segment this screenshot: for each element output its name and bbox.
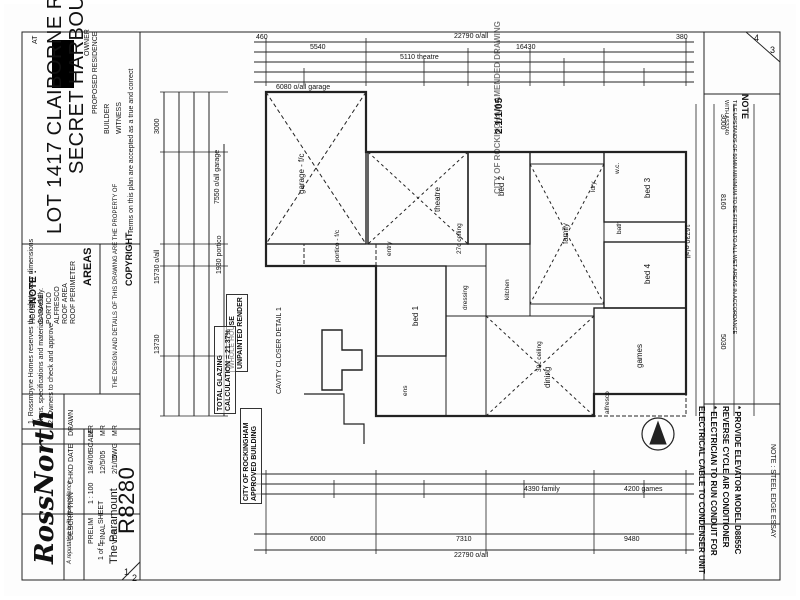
table-header-drawn: DRAWN bbox=[68, 409, 75, 436]
owner-label: OWNER bbox=[84, 29, 91, 56]
room-dining: dining bbox=[543, 366, 552, 388]
copyright-text: THE DESIGN AND DETAILS OF THIS DRAWING A… bbox=[113, 183, 119, 388]
room-dressing: dressing bbox=[462, 285, 469, 310]
cavity-closer-label: CAVITY CLOSER DETAIL 1 bbox=[276, 307, 283, 394]
room-alfresco: alfresco bbox=[604, 391, 611, 414]
room-family: family bbox=[561, 223, 570, 244]
note-line-2: plans, specifications and materials care… bbox=[38, 287, 45, 424]
table-row-2-drawn: MR bbox=[100, 425, 107, 436]
room-bed1: bed 1 bbox=[411, 305, 420, 326]
witness-label: WITNESS bbox=[116, 102, 123, 134]
dim-right-1: 3000 bbox=[719, 114, 726, 130]
right-note-body: TILE UPSTANDS OF 50MM MINIMUM TO BE FITT… bbox=[723, 100, 737, 335]
dim-left-overall: 15730 o/all bbox=[154, 249, 161, 284]
dim-right-overall: 16730 o/all bbox=[683, 224, 690, 259]
scale-label: SCALE bbox=[88, 429, 95, 452]
steel-note: NOTE : STEEL EDGE ESSAY bbox=[769, 444, 776, 538]
dim-portico: 1930 portico bbox=[216, 235, 223, 274]
sheet-value: 1 of 5 bbox=[98, 542, 105, 560]
dim-garage-width: 6080 o/all garage bbox=[276, 84, 331, 91]
dim-top-small-1: 460 bbox=[256, 34, 268, 41]
areas-row-portico: PORTICO bbox=[46, 292, 53, 324]
electrician-note: * ELECTRICIAN TO RUN CONDUIT FOR bbox=[709, 406, 718, 556]
dwg-label: DWG bbox=[112, 442, 119, 460]
table-row-2-date: 12/5/05 bbox=[100, 450, 107, 474]
amended-ref: 2.1/1/05 bbox=[494, 97, 505, 134]
note-line-3: 2. Owners to check and approve bbox=[48, 323, 55, 424]
note-line-1: 1. Rossmoyne Homes reserves the right to… bbox=[28, 238, 35, 424]
dim-right-3: 5030 bbox=[719, 334, 726, 350]
room-entry: entry bbox=[386, 241, 393, 256]
areas-row-roof-area: ROOF AREA bbox=[62, 283, 69, 324]
room-ensuite: ens bbox=[402, 385, 409, 396]
corner-bottom-den: 2 bbox=[132, 573, 138, 583]
signature: RossNorth bbox=[30, 410, 60, 564]
city-approved-text: CITY OF ROCKINGHAM APPROVED BUILDING bbox=[243, 422, 258, 501]
dim-games: 4200 games bbox=[624, 486, 663, 493]
room-theatre: theatre bbox=[433, 187, 442, 212]
unpainted-render-text: UNPAINTED RENDER bbox=[237, 297, 244, 369]
ceiling-27c: 27c ceiling bbox=[456, 223, 463, 254]
provide-note: * PROVIDE ELEVATOR MODEL D8855C bbox=[733, 406, 742, 555]
dim-family: 4390 family bbox=[524, 486, 560, 493]
room-wc: w.c. bbox=[614, 162, 621, 174]
copyright-title: COPYRIGHT bbox=[124, 232, 134, 286]
corner-bottom-num: 1 bbox=[124, 567, 130, 577]
room-bed4: bed 4 bbox=[643, 263, 652, 284]
redacted-owner-name bbox=[52, 40, 74, 88]
dim-overall-bottom: 22790 o/all bbox=[454, 552, 489, 559]
dim-right-2: 8160 bbox=[719, 194, 726, 210]
scale-value: 1 : 100 bbox=[88, 482, 95, 504]
dim-top-right: 16430 bbox=[516, 44, 536, 51]
table-header-date: DATE bbox=[68, 443, 75, 462]
model-name: The Paramount bbox=[108, 488, 120, 564]
at-label: AT bbox=[32, 35, 39, 44]
terms-note: Terms on this plan are accepted as a tru… bbox=[128, 68, 135, 234]
room-kitchen: kitchen bbox=[504, 279, 511, 300]
table-row-1-date: 18/4/06 bbox=[88, 450, 95, 474]
room-garage: garage - f/c bbox=[297, 153, 306, 194]
builder-label: BUILDER bbox=[104, 103, 111, 134]
table-row-3-drawn: MR bbox=[112, 425, 119, 436]
room-bath: bath bbox=[616, 221, 623, 234]
reverse-cycle-note: REVERSE CYCLE AIR CONDITIONER bbox=[721, 406, 730, 548]
dim-bottom-1: 6000 bbox=[310, 536, 326, 543]
areas-row-alfresco: ALFRESCO bbox=[54, 286, 61, 324]
dim-garage-depth: 7550 o/all garage bbox=[214, 149, 221, 204]
glazing-stamp: TOTAL GLAZING CALCULATION = 21.37% bbox=[214, 326, 236, 414]
room-games: games bbox=[635, 343, 644, 368]
total-glazing-text: TOTAL GLAZING bbox=[217, 355, 224, 411]
floor-plan-linework bbox=[21, 31, 781, 581]
dim-left-2: 13730 bbox=[154, 334, 161, 354]
right-note-title: NOTE bbox=[740, 94, 750, 120]
city-approved-stamp: CITY OF ROCKINGHAM APPROVED BUILDING bbox=[240, 408, 262, 504]
dim-bottom-2: 7310 bbox=[456, 536, 472, 543]
electrical-cable-note: ELECTRICAL CABLE TO CONDENSER UNIT bbox=[697, 406, 706, 574]
ceiling-30c: 30c ceiling bbox=[536, 341, 543, 372]
areas-title: AREAS bbox=[82, 247, 94, 286]
dim-top-left: 5540 bbox=[310, 44, 326, 51]
dim-top-small-2: 380 bbox=[676, 34, 688, 41]
areas-row-roof-perimeter: ROOF PERIMETER bbox=[70, 260, 77, 324]
room-portico: portico - f/c bbox=[334, 229, 341, 262]
corner-top-den: 3 bbox=[770, 45, 776, 55]
dim-theatre: 5110 theatre bbox=[400, 54, 439, 61]
room-bed2: bed 2 bbox=[497, 175, 506, 196]
corner-top-num: 4 bbox=[754, 33, 760, 43]
sheet-label: SHEET bbox=[98, 500, 105, 524]
dim-left-1: 3000 bbox=[154, 118, 161, 134]
glazing-calc-text: CALCULATION = 21.37% bbox=[225, 329, 232, 411]
dim-overall-top: 22790 o/all bbox=[454, 33, 489, 40]
sheet-border bbox=[21, 31, 781, 581]
table-row-1-desc: PRELIM bbox=[88, 517, 95, 544]
lot-address-line1: LOT 1417 CLAIBORNE ROAD, bbox=[44, 0, 66, 234]
room-bed3: bed 3 bbox=[643, 177, 652, 198]
house-outline bbox=[264, 90, 688, 418]
tagline: A reputation built on excellence bbox=[67, 480, 73, 564]
proposed-residence-label: PROPOSED RESIDENCE bbox=[92, 31, 99, 114]
room-ldry: ldry bbox=[590, 181, 597, 192]
lot-address-line2: SECRET HARBOUR bbox=[66, 0, 88, 174]
dim-bottom-3: 9480 bbox=[624, 536, 640, 543]
drawing-sheet: LOT 1417 CLAIBORNE ROAD, SECRET HARBOUR … bbox=[4, 0, 796, 596]
